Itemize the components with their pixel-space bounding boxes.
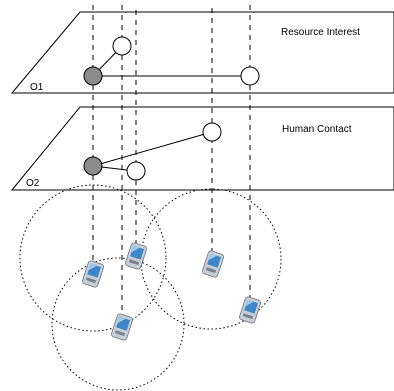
physical-layer <box>19 184 282 391</box>
drop-lines <box>92 5 251 312</box>
peer-node <box>126 161 146 181</box>
plane-short-label: O1 <box>30 82 44 93</box>
peer-node <box>112 36 132 56</box>
owner-node <box>83 156 103 176</box>
pda-icon <box>124 241 148 271</box>
radio-range-circle <box>51 257 185 391</box>
peer-node <box>240 66 260 86</box>
pda-icon <box>81 259 105 289</box>
plane-title: Human Contact <box>282 124 352 135</box>
plane-outline <box>10 106 394 191</box>
plane-resource-interest: O1 Resource Interest <box>10 11 394 94</box>
radio-range-circle <box>19 184 167 332</box>
radio-range-circle <box>140 188 282 330</box>
pda-icon <box>201 249 225 279</box>
plane-short-label: O2 <box>26 178 40 189</box>
pda-icon <box>110 312 134 342</box>
plane-title: Resource Interest <box>281 27 360 38</box>
plane-outline <box>10 11 394 94</box>
plane-human-contact: O2 Human Contact <box>10 106 394 191</box>
overlay-link <box>92 131 213 167</box>
pda-icon <box>238 295 262 325</box>
owner-node <box>83 66 103 86</box>
peer-node <box>202 122 222 142</box>
